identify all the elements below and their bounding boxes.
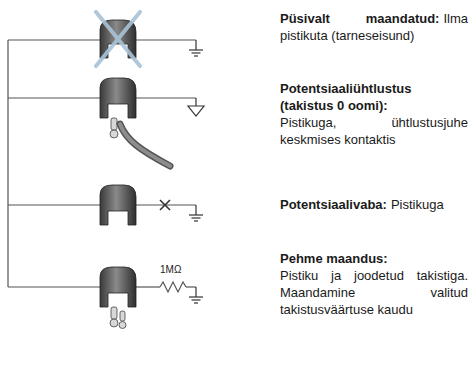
not-fitted-cross [96,12,140,66]
bus-wires [8,40,196,292]
break-mark [160,200,170,210]
ground-symbols [188,40,204,303]
mode-description: Pistiku ja joodetud takistiga. Maandamin… [280,268,468,317]
plug-icons [100,20,170,329]
mode-heading: Püsivalt maandatud: [280,11,439,26]
mode-heading: Pehme maandus: [280,250,464,267]
mode-description: Pistikuga, ühtlustusjuhe keskmises konta… [280,115,468,147]
resistor-value: 1MΩ [160,264,181,275]
description-text: Pehme maandus:Pistiku ja joodetud takist… [280,250,468,318]
mode-heading: Potentsiaalivaba: [280,197,387,212]
mode-heading: Potentsiaaliühtlustus (takistus 0 oomi): [280,80,464,114]
description-text: Potentsiaaliühtlustus (takistus 0 oomi):… [280,80,468,148]
mode-description: Pistikuga [391,197,444,212]
description-text: Potentsiaalivaba: Pistikuga [280,196,468,213]
description-text: Püsivalt maandatud:Ilma pistikuta (tarne… [280,10,468,44]
